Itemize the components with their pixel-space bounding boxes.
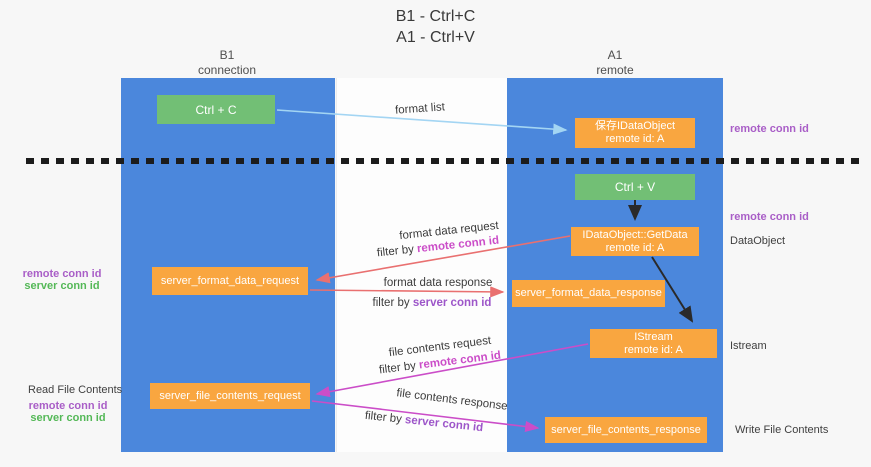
server-format-data-response-label: server_format_data_response <box>515 287 662 299</box>
lane-header-b1: B1 connection <box>157 48 297 78</box>
lane-header-a1: A1 remote <box>545 48 685 78</box>
ctrl-v-label: Ctrl + V <box>614 180 656 194</box>
label-format-data-response: format data response <box>383 277 493 289</box>
node-istream: IStream remote id: A <box>590 329 717 358</box>
label-write-file-contents: Write File Contents <box>735 424 829 436</box>
label-remote-conn-id-mid-left: remote conn id <box>22 268 102 280</box>
server-conn-id-highlight: server conn id <box>412 297 492 309</box>
label-remote-conn-id-bottom-left: remote conn id <box>28 400 108 412</box>
lane-a1-name: A1 <box>607 48 623 62</box>
label-remote-conn-id-mid-right: remote conn id <box>730 211 809 223</box>
server-format-data-request-label: server_format_data_request <box>160 274 300 287</box>
label-server-conn-id-mid-left: server conn id <box>24 280 100 292</box>
getdata-line2: remote id: A <box>605 241 665 254</box>
filter-by-text: filter by <box>372 297 413 309</box>
save-idataobject-line1: 保存IDataObject <box>594 120 676 132</box>
node-idataobject-getdata: IDataObject::GetData remote id: A <box>571 227 699 256</box>
lane-b1-name: B1 <box>219 48 235 62</box>
node-server-format-data-response: server_format_data_response <box>512 280 665 307</box>
node-server-file-contents-request: server_file_contents_request <box>150 383 310 409</box>
left-conn-id-labels-mid: remote conn id server conn id <box>8 268 116 292</box>
lane-b1-role: connection <box>197 63 257 77</box>
label-server-conn-id-bottom-left: server conn id <box>30 412 106 424</box>
title-line-1: B1 - Ctrl+C <box>395 8 476 25</box>
label-read-file-contents: Read File Contents <box>28 384 123 396</box>
save-idataobject-line2: remote id: A <box>605 133 665 145</box>
title-line-2: A1 - Ctrl+V <box>396 29 475 46</box>
lane-a1-role: remote <box>596 63 634 77</box>
label-remote-conn-id-top-right: remote conn id <box>730 123 809 135</box>
node-ctrl-v: Ctrl + V <box>575 174 695 200</box>
getdata-line1: IDataObject::GetData <box>582 228 688 241</box>
node-ctrl-c: Ctrl + C <box>157 95 275 124</box>
server-file-contents-request-label: server_file_contents_request <box>159 389 301 402</box>
left-conn-id-labels-bottom: remote conn id server conn id <box>14 400 122 424</box>
server-file-contents-response-label: server_file_contents_response <box>551 423 701 436</box>
node-save-idataobject: 保存IDataObject remote id: A <box>575 118 695 148</box>
label-filter-server-1: filter by server conn id <box>373 297 492 309</box>
node-server-format-data-request: server_format_data_request <box>152 267 308 295</box>
label-dataobject: DataObject <box>730 235 786 247</box>
istream-line2: remote id: A <box>624 343 683 356</box>
ctrl-c-label: Ctrl + C <box>195 102 237 117</box>
node-server-file-contents-response: server_file_contents_response <box>545 417 707 443</box>
label-istream-right: Istream <box>730 340 767 352</box>
istream-line1: IStream <box>634 330 673 343</box>
diagram-title: B1 - Ctrl+C A1 - Ctrl+V <box>0 6 871 48</box>
